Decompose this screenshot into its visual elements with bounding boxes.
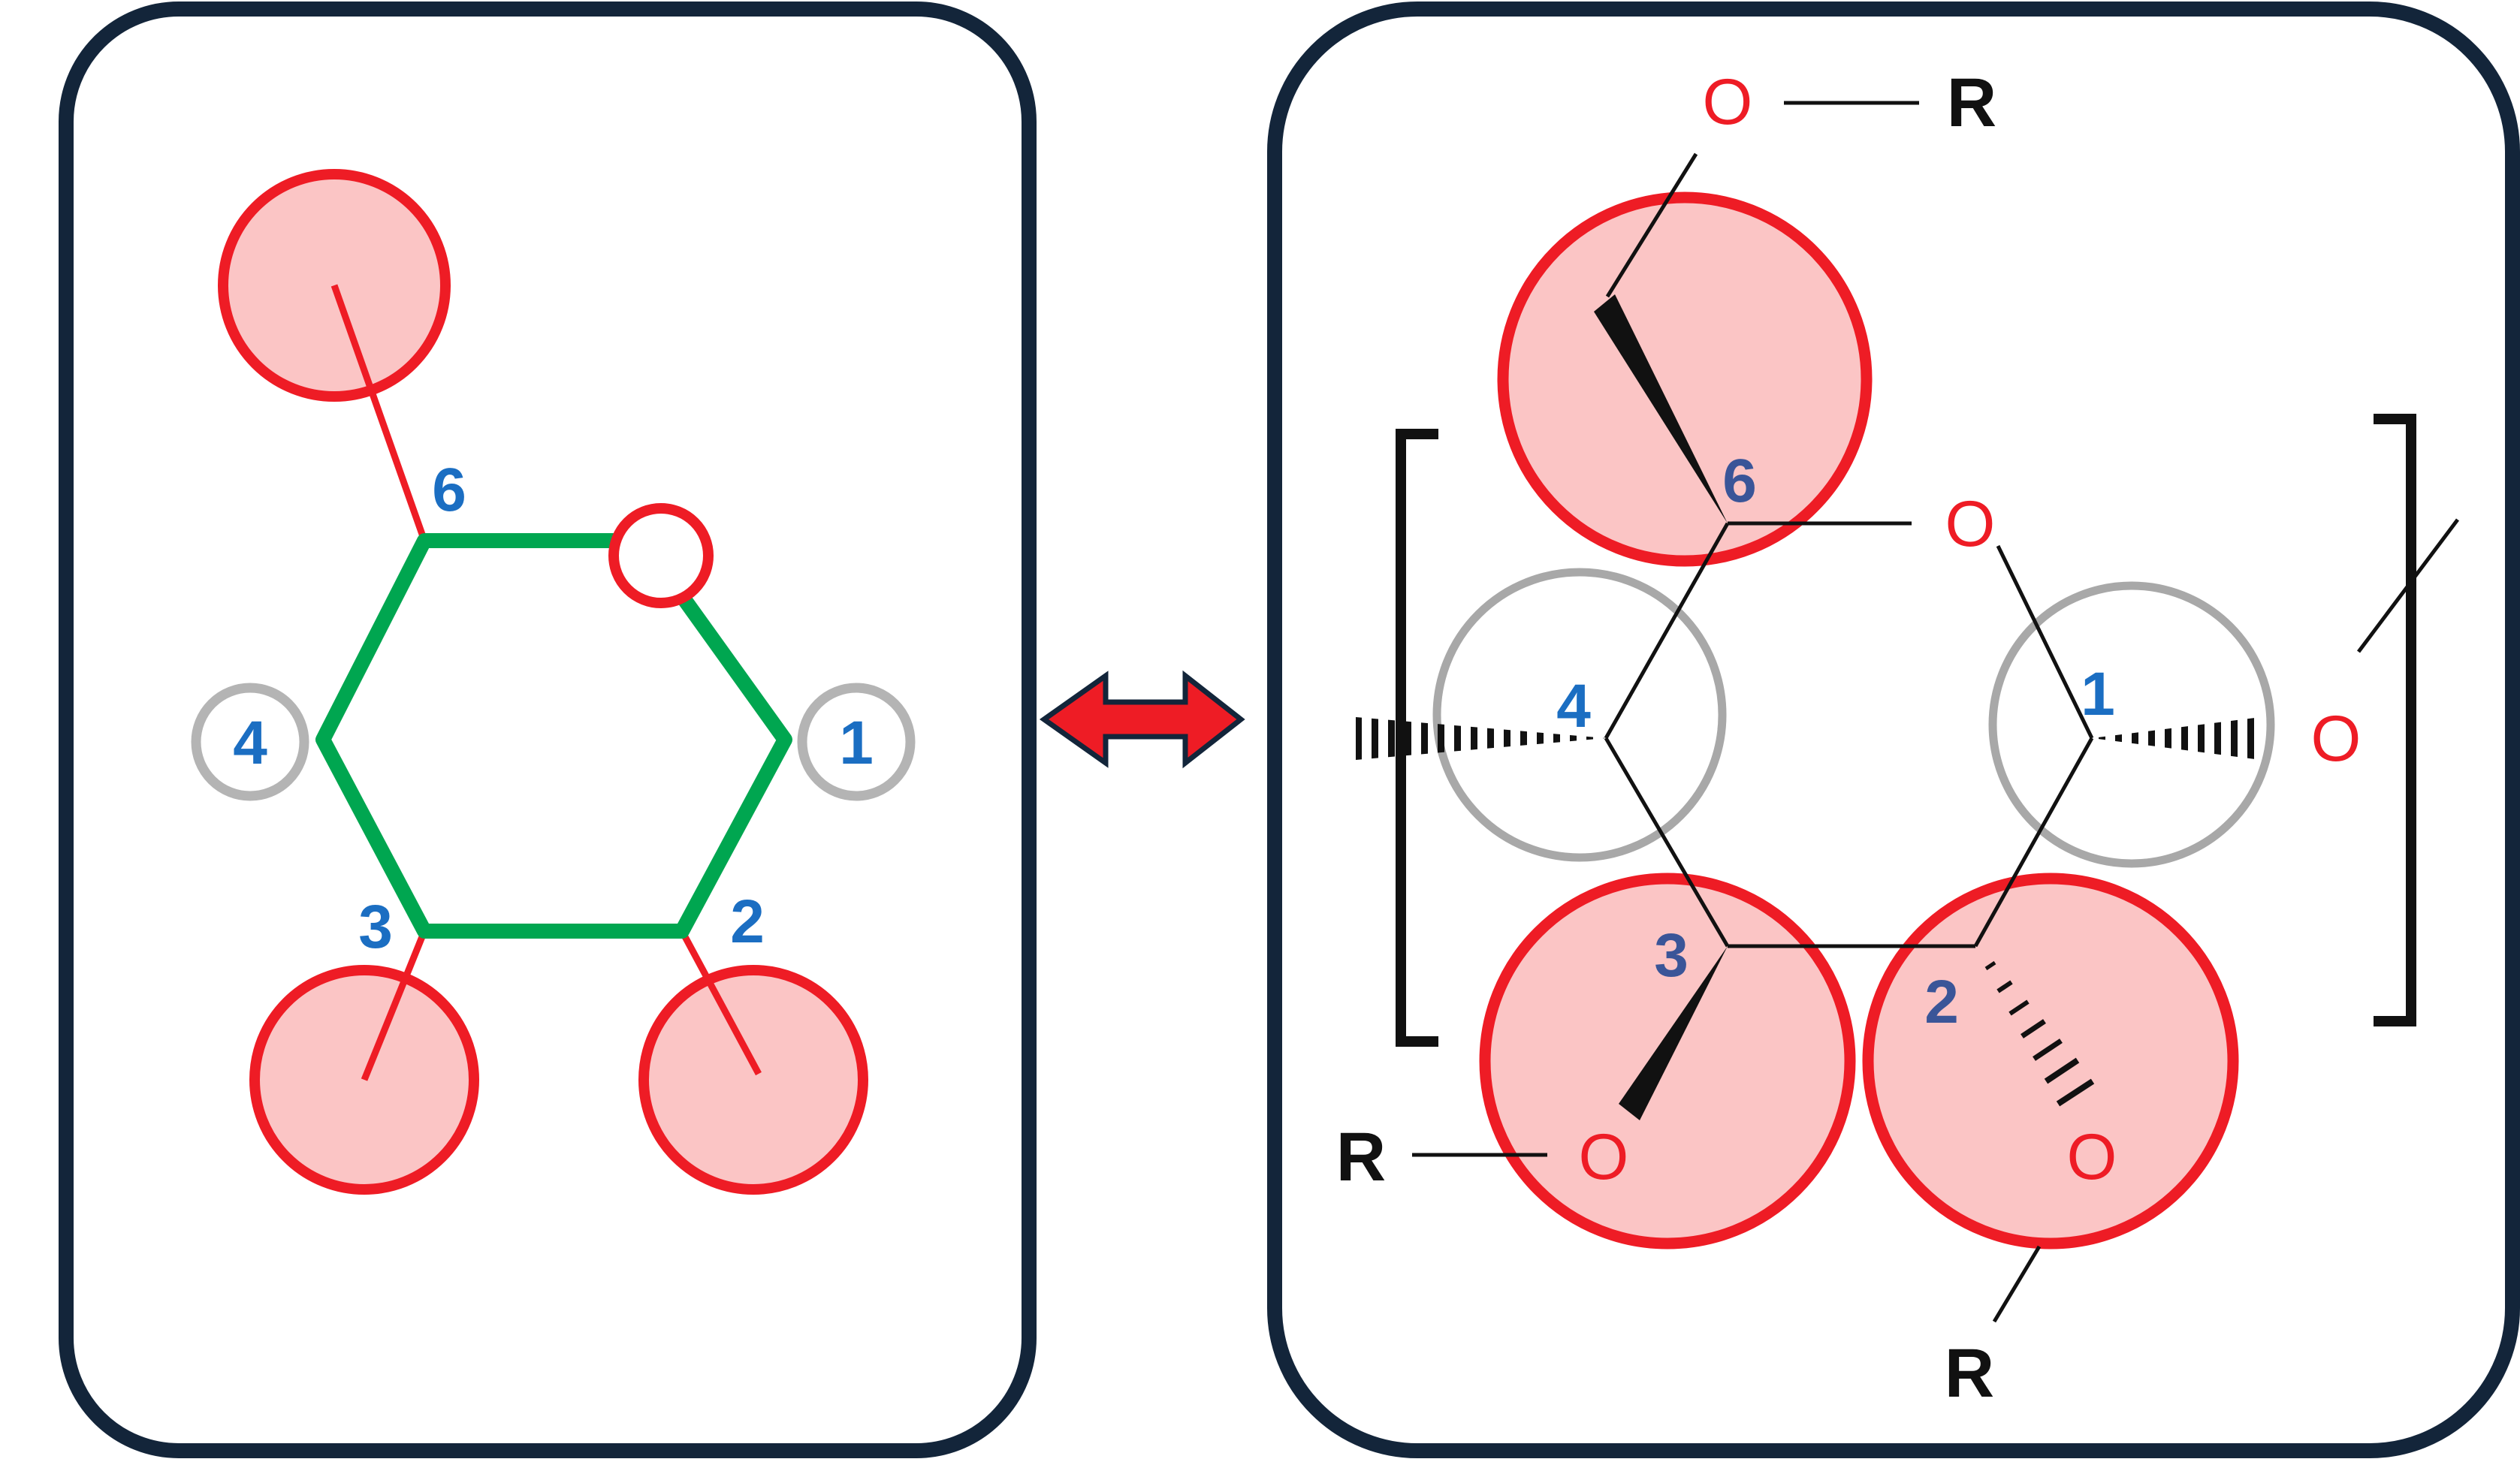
left-label-c6: 6 [432,456,466,524]
c3-substituent-bond [361,930,428,1081]
c2-substituent-circle [638,965,868,1195]
rp-label-c1: 1 [2081,660,2115,728]
c1-grey-circle [797,683,916,801]
rp-oxygen-c3: O [1579,1121,1629,1193]
double-headed-arrow-icon [1039,670,1245,769]
wedge-c6-ch2 [1594,294,1728,523]
rp-r-group-top: R [1947,65,1996,141]
bond-o-c1 [1996,544,2094,740]
bond-c1-c2 [1973,737,2094,948]
double-arrow-shape [1039,670,1245,769]
hash-c4-left [1356,717,1606,760]
rp-c1-grey-circle [1988,581,2275,868]
left-label-c3: 3 [358,893,393,961]
left-label-c4: 4 [233,709,267,777]
rp-label-c2: 2 [1924,968,1959,1036]
rp-c2-highlight-circle [1862,873,2239,1249]
wedge-c3-o [1619,946,1728,1120]
bond-c1-glyco-outer [2357,518,2459,653]
ring-oxygen-circle [608,503,714,608]
left-panel: 6 4 1 3 2 [59,2,1037,1458]
rp-oxygen-c2: O [2067,1121,2117,1193]
rp-r-group-bottom: R [1945,1335,1994,1412]
rp-c6-highlight-circle [1497,191,1873,567]
bond-o-r-bottom [1992,1245,2042,1323]
left-label-c1: 1 [839,709,874,777]
rp-oxygen-glycosidic: O [2311,703,2362,775]
rp-r-group-left: R [1336,1119,1386,1195]
c4-grey-circle [191,683,309,801]
c6-substituent-bond [330,284,428,542]
bond-c3-c4 [1604,737,1730,948]
bond-c4-c6 [1604,522,1730,740]
hash-c2-o [1984,960,2095,1107]
rp-label-c4: 4 [1556,672,1591,740]
left-label-c2: 2 [730,888,765,956]
rp-c4-grey-circle [1432,568,1727,862]
hash-c1-right [2092,717,2261,760]
c2-substituent-bond [679,929,762,1076]
rp-oxygen-ring: O [1945,488,1996,560]
rp-label-c3: 3 [1654,921,1689,990]
rp-ring-bonds [1412,101,2459,1323]
right-panel: O O O O O R R R 6 4 1 3 2 [1267,2,2520,1458]
right-bracket [2374,414,2416,1026]
bond-c6-ch2-o [1605,152,1698,298]
rp-oxygen-top: O [1703,66,1753,138]
rp-label-c6: 6 [1722,447,1757,515]
